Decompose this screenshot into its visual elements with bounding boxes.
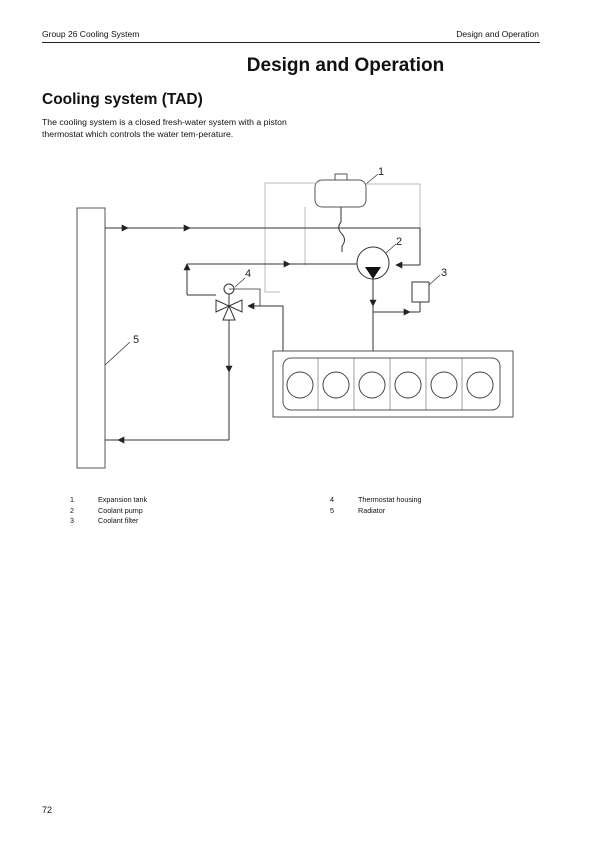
header-chapter: Group 26 Cooling System bbox=[42, 29, 140, 39]
cylinder bbox=[466, 371, 494, 399]
legend-number: 3 bbox=[70, 516, 74, 525]
callout-4: 4 bbox=[245, 268, 251, 280]
legend-label: Expansion tank bbox=[98, 495, 148, 504]
legend-left: 1 Expansion tank 2 Coolant pump 3 Coolan… bbox=[42, 495, 147, 527]
legend-label: Coolant filter bbox=[98, 516, 139, 525]
engine-block bbox=[272, 350, 514, 418]
radiator bbox=[76, 207, 106, 469]
header-section: Design and Operation bbox=[456, 29, 539, 39]
legend-item: 3 Coolant filter bbox=[42, 516, 147, 527]
legend-right: 4 Thermostat housing 5 Radiator bbox=[302, 495, 422, 516]
cylinder bbox=[430, 371, 458, 399]
header-rule bbox=[42, 42, 540, 43]
callout-3: 3 bbox=[441, 267, 447, 279]
page-title: Design and Operation bbox=[246, 55, 445, 76]
cylinder bbox=[358, 371, 386, 399]
cooling-system-diagram: 5 1 2 3 4 bbox=[76, 166, 514, 469]
legend-label: Thermostat housing bbox=[358, 495, 422, 504]
legend-label: Coolant pump bbox=[98, 505, 143, 515]
callout-1: 1 bbox=[378, 166, 384, 178]
cylinder bbox=[322, 371, 350, 399]
legend-number: 2 bbox=[70, 505, 74, 515]
cylinder bbox=[394, 371, 422, 399]
legend-item: 5 Radiator bbox=[302, 506, 422, 517]
coolant-filter bbox=[411, 281, 430, 303]
legend-item: 2 Coolant pump bbox=[42, 506, 147, 517]
legend-item: 4 Thermostat housing bbox=[302, 495, 422, 506]
legend-number: 4 bbox=[330, 495, 334, 504]
legend-item: 1 Expansion tank bbox=[42, 495, 147, 506]
legend-number: 5 bbox=[330, 505, 334, 515]
section-title: Cooling system (TAD) bbox=[42, 91, 203, 108]
expansion-tank bbox=[314, 173, 367, 208]
page-number: 72 bbox=[42, 805, 53, 815]
intro-paragraph: The cooling system is a closed fresh-wat… bbox=[42, 117, 287, 139]
cylinder bbox=[286, 371, 314, 399]
legend-number: 1 bbox=[70, 495, 74, 504]
callout-2: 2 bbox=[396, 236, 402, 248]
legend-label: Radiator bbox=[358, 505, 386, 515]
coolant-pump bbox=[356, 246, 390, 280]
callout-5: 5 bbox=[133, 334, 139, 346]
